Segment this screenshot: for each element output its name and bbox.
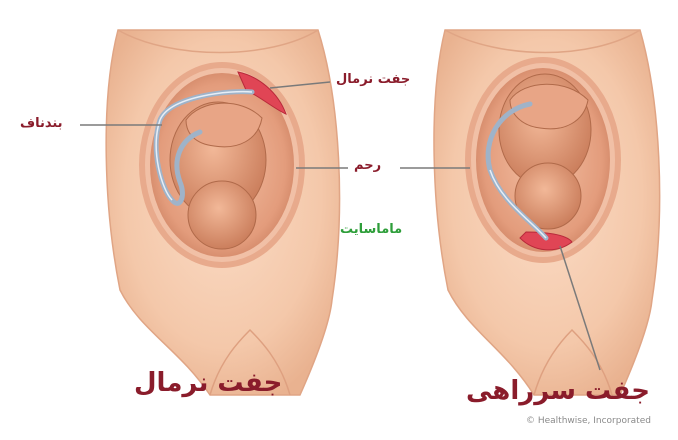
left-fetus-head [188, 181, 256, 249]
label-umbilical-cord: بندناف [20, 116, 63, 131]
caption-placenta-previa: جفت سرراهی [466, 376, 650, 406]
placenta-previa-figure [434, 30, 660, 395]
credit-text: © Healthwise, Incorporated [526, 416, 651, 426]
watermark-text: ماماسایت [340, 222, 402, 237]
label-normal-placenta: جفت نرمال [336, 72, 410, 87]
label-uterus: رحم [354, 158, 381, 173]
caption-normal-placenta: جفت نرمال [134, 368, 282, 398]
